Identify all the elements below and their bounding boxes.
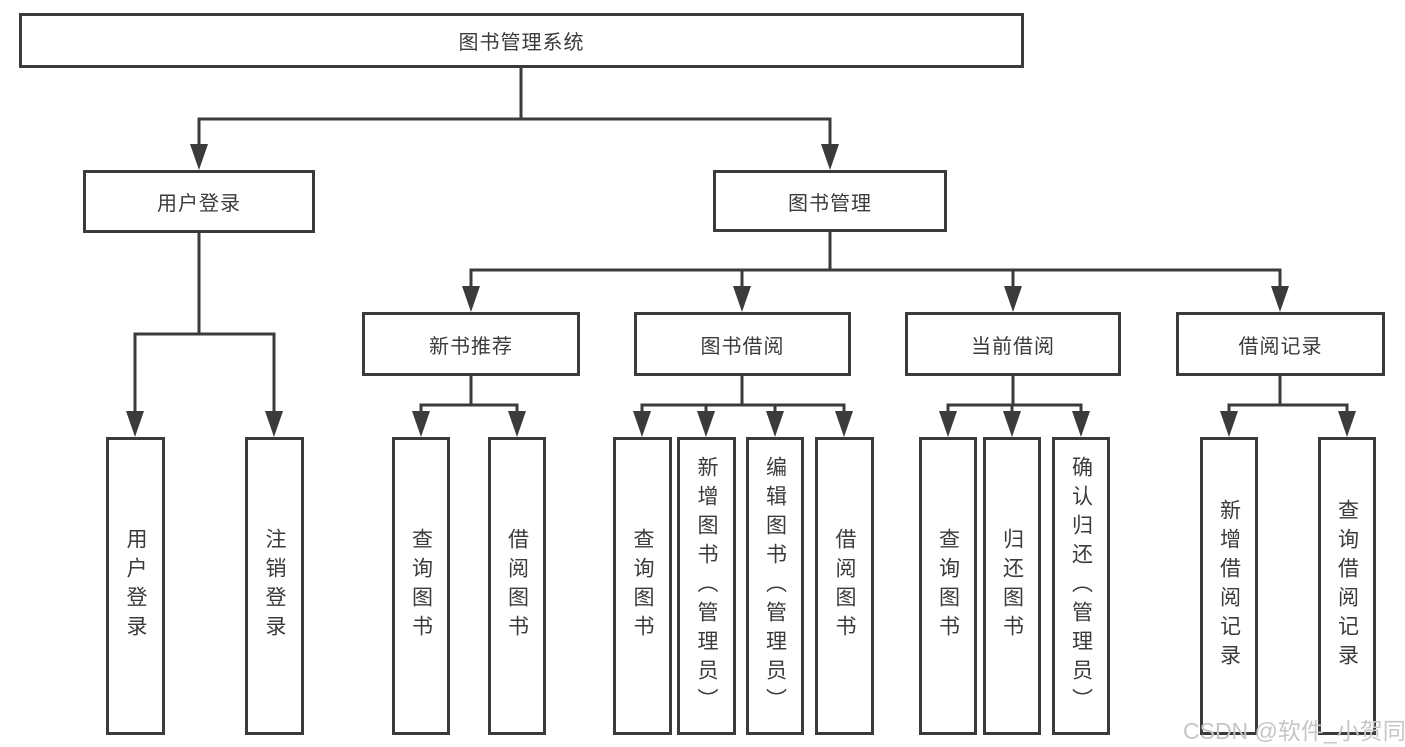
node-label: 归还图书 bbox=[1000, 528, 1024, 644]
node-label: 查询图书 bbox=[936, 528, 960, 644]
node-label: 新增图书（管理员） bbox=[695, 455, 718, 717]
leaf-confirm-return-admin: 确认归还（管理员） bbox=[1052, 437, 1110, 735]
leaf-query-books-borrowing: 查询图书 bbox=[613, 437, 672, 735]
node-label: 确认归还（管理员） bbox=[1069, 455, 1093, 717]
leaf-add-borrow-record: 新增借阅记录 bbox=[1200, 437, 1258, 735]
node-label: 借阅记录 bbox=[1238, 335, 1323, 358]
leaf-logout: 注销登录 bbox=[245, 437, 304, 735]
node-label: 图书借阅 bbox=[700, 335, 785, 358]
leaf-borrow-books-borrowing: 借阅图书 bbox=[815, 437, 874, 735]
node-book-management: 图书管理 bbox=[713, 170, 947, 232]
leaf-user-login: 用户登录 bbox=[106, 437, 165, 735]
leaf-add-books-admin: 新增图书（管理员） bbox=[677, 437, 736, 735]
node-book-borrowing: 图书借阅 bbox=[634, 312, 851, 376]
leaf-query-borrow-record: 查询借阅记录 bbox=[1318, 437, 1376, 735]
csdn-watermark: CSDN @软件_小贺同学 bbox=[1183, 718, 1405, 744]
leaf-query-books-current: 查询图书 bbox=[919, 437, 977, 735]
node-library-management-system: 图书管理系统 bbox=[19, 13, 1024, 68]
node-label: 借阅图书 bbox=[833, 528, 856, 644]
leaf-borrow-books-recommend: 借阅图书 bbox=[488, 437, 546, 735]
node-label: 查询借阅记录 bbox=[1335, 499, 1359, 673]
node-label: 借阅图书 bbox=[505, 528, 529, 644]
leaf-query-books-recommend: 查询图书 bbox=[392, 437, 450, 735]
node-label: 用户登录 bbox=[124, 528, 147, 644]
node-label: 新增借阅记录 bbox=[1217, 499, 1241, 673]
leaf-return-books: 归还图书 bbox=[983, 437, 1041, 735]
node-label: 查询图书 bbox=[409, 528, 433, 644]
node-label: 新书推荐 bbox=[429, 335, 513, 358]
node-current-borrowing: 当前借阅 bbox=[905, 312, 1121, 376]
node-label: 编辑图书（管理员） bbox=[763, 455, 787, 717]
node-label: 查询图书 bbox=[631, 528, 654, 644]
node-label: 用户登录 bbox=[157, 193, 241, 215]
node-label: 图书管理系统 bbox=[458, 32, 585, 54]
node-label: 注销登录 bbox=[263, 528, 286, 644]
leaf-edit-books-admin: 编辑图书（管理员） bbox=[746, 437, 804, 735]
node-label: 当前借阅 bbox=[971, 335, 1055, 358]
node-borrowing-records: 借阅记录 bbox=[1176, 312, 1385, 376]
node-label: 图书管理 bbox=[788, 192, 872, 215]
node-new-book-recommend: 新书推荐 bbox=[362, 312, 580, 376]
node-user-login: 用户登录 bbox=[83, 170, 315, 233]
